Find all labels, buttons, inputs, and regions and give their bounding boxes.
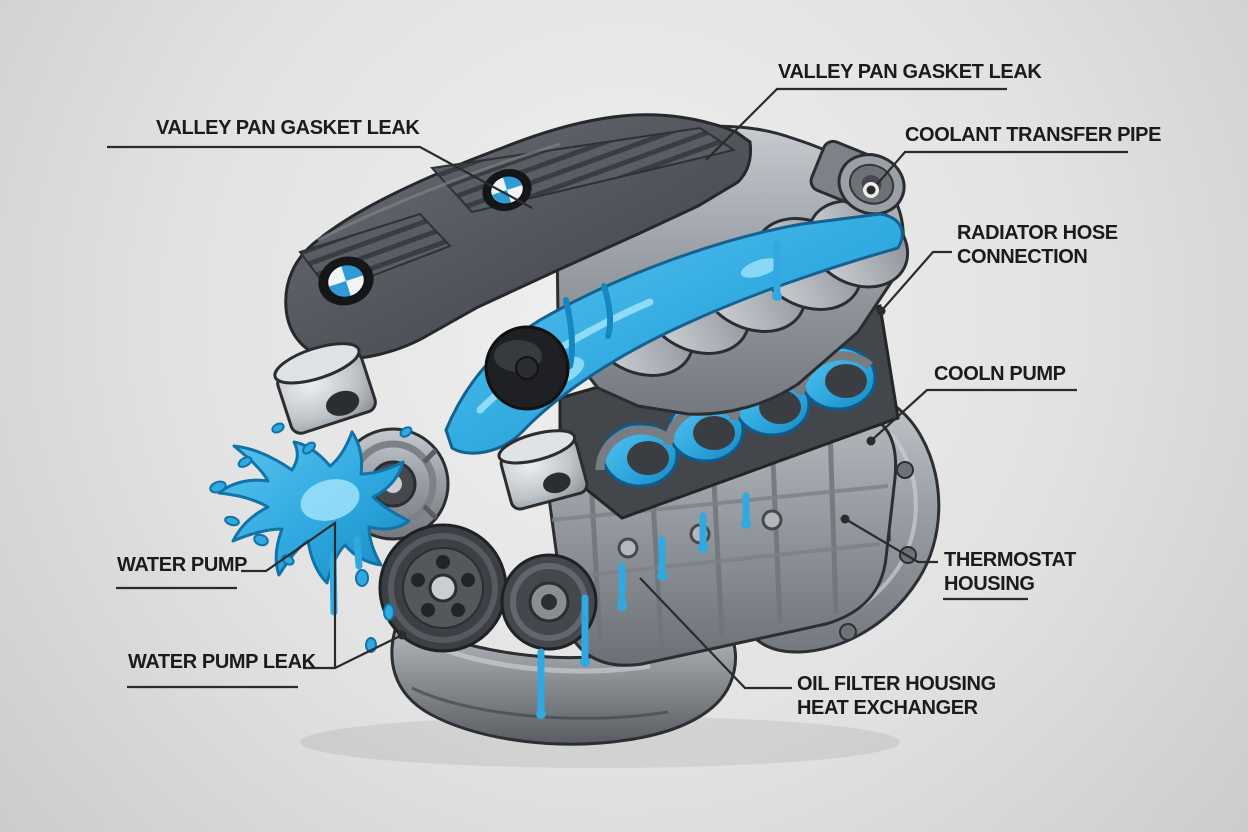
label-text: COOLANT TRANSFER PIPE bbox=[905, 124, 1162, 146]
ac-compressor-pulley bbox=[500, 553, 598, 651]
label-text: HEAT EXCHANGER bbox=[797, 697, 978, 719]
piston bbox=[273, 342, 377, 435]
label-valley-pan-gasket-leak-top: VALLEY PAN GASKET LEAK bbox=[778, 60, 1042, 84]
label-oil-filter-housing-heat-exchanger: OIL FILTER HOUSING HEAT EXCHANGER bbox=[797, 672, 996, 720]
label-text: VALLEY PAN GASKET LEAK bbox=[156, 117, 420, 139]
label-text: WATER PUMP LEAK bbox=[128, 651, 316, 673]
coolant-drips bbox=[536, 240, 782, 719]
label-cooln-pump: COOLN PUMP bbox=[934, 362, 1066, 386]
label-text: HOUSING bbox=[944, 573, 1035, 595]
oil-filter-housing bbox=[484, 325, 570, 411]
label-coolant-transfer-pipe: COOLANT TRANSFER PIPE bbox=[905, 123, 1161, 147]
label-water-pump: WATER PUMP bbox=[117, 553, 247, 577]
label-water-pump-leak: WATER PUMP LEAK bbox=[128, 650, 316, 674]
engine-cover bbox=[284, 113, 752, 361]
label-text: CONNECTION bbox=[957, 246, 1088, 268]
label-text: RADIATOR HOSE bbox=[957, 222, 1118, 244]
label-text: VALLEY PAN GASKET LEAK bbox=[778, 61, 1042, 83]
front-accessories bbox=[273, 325, 598, 653]
bmw-roundel bbox=[318, 256, 374, 306]
label-text: THERMOSTAT bbox=[944, 549, 1076, 571]
water-pump-splash bbox=[209, 422, 413, 653]
label-valley-pan-gasket-leak-left: VALLEY PAN GASKET LEAK bbox=[156, 116, 420, 140]
piston bbox=[497, 429, 589, 511]
label-text: OIL FILTER HOUSING bbox=[797, 673, 996, 695]
leader-lines bbox=[107, 87, 1128, 690]
label-thermostat-housing: THERMOSTAT HOUSING bbox=[944, 548, 1076, 596]
label-radiator-hose-connection: RADIATOR HOSE CONNECTION bbox=[957, 221, 1118, 269]
label-text: WATER PUMP bbox=[117, 554, 248, 576]
label-text: COOLN PUMP bbox=[934, 363, 1066, 385]
